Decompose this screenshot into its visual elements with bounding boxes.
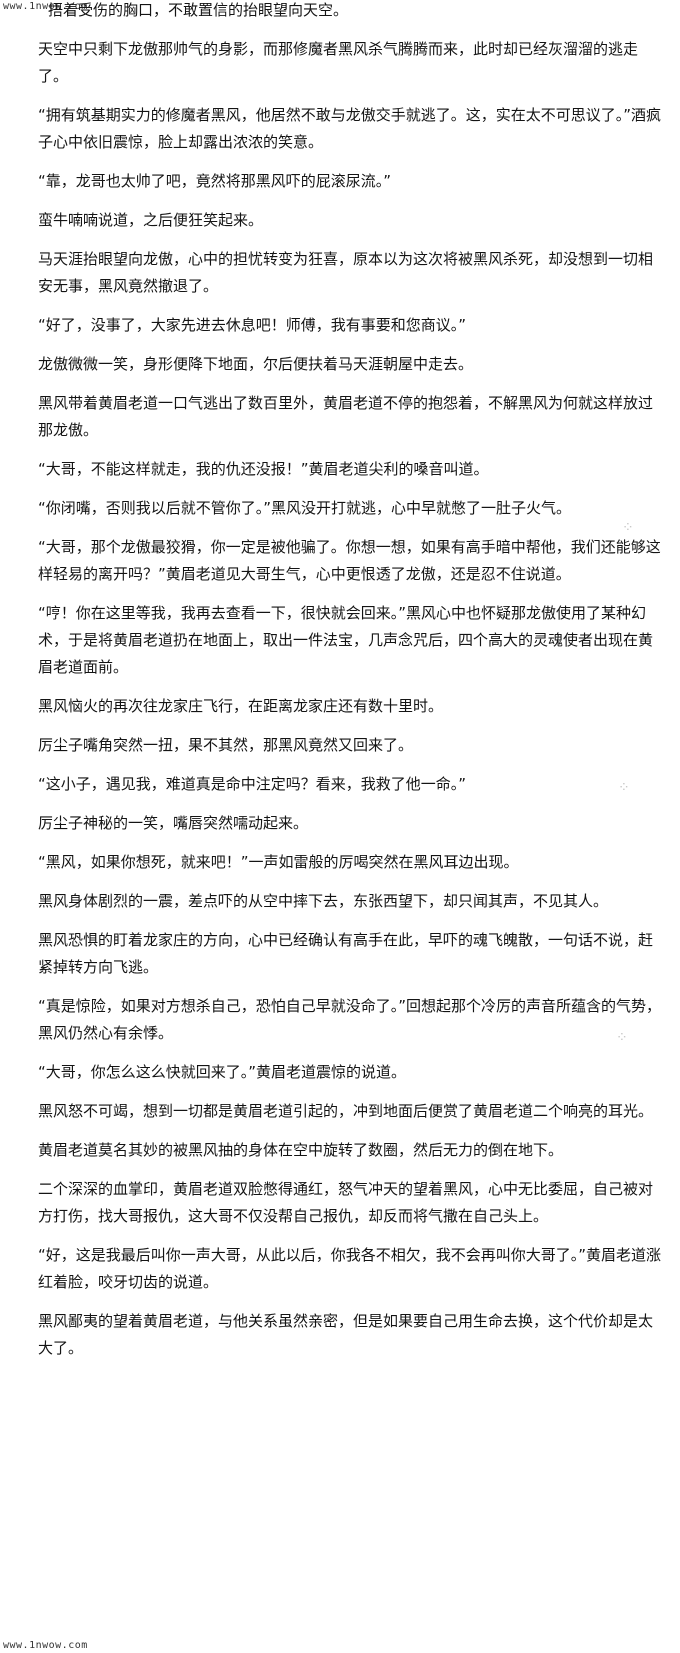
paragraph: “这小子，遇见我，难道真是命中注定吗？看来，我救了他一命。”	[38, 775, 467, 793]
paragraph: 黑风带着黄眉老道一口气逃出了数百里外，黄眉老道不停的抱怨着，不解黑风为何就这样放…	[38, 394, 654, 439]
paragraph: “靠，龙哥也太帅了吧，竟然将那黑风吓的屁滚尿流。”	[38, 172, 392, 190]
paragraph: 捂着受伤的胸口，不敢置信的抬眼望向天空。	[48, 1, 349, 19]
paragraph: “大哥，不能这样就走，我的仇还没报！”黄眉老道尖利的嗓音叫道。	[38, 460, 489, 478]
paragraph: “真是惊险，如果对方想杀自己，恐怕自己早就没命了。”回想起那个冷厉的声音所蕴含的…	[38, 997, 662, 1042]
watermark-top: www.1nwow.com	[3, 1, 88, 12]
paragraph: 黑风怒不可竭，想到一切都是黄眉老道引起的，冲到地面后便赏了黄眉老道二个响亮的耳光…	[38, 1102, 654, 1120]
scan-speck: ⁘	[616, 1030, 628, 1046]
paragraph: 厉尘子神秘的一笑，嘴唇突然嚅动起来。	[38, 814, 309, 832]
paragraph: “拥有筑基期实力的修魔者黑风，他居然不敢与龙傲交手就逃了。这，实在太不可思议了。…	[38, 106, 662, 151]
paragraph: 黄眉老道莫名其妙的被黑风抽的身体在空中旋转了数圈，然后无力的倒在地下。	[38, 1141, 564, 1159]
paragraph: 黑风鄙夷的望着黄眉老道，与他关系虽然亲密，但是如果要自己用生命去换，这个代价却是…	[38, 1312, 654, 1357]
paragraph: 厉尘子嘴角突然一扭，果不其然，那黑风竟然又回来了。	[38, 736, 414, 754]
scan-speck: ⁘	[618, 780, 630, 796]
scan-speck: ⁘	[622, 520, 634, 536]
paragraph: “大哥，那个龙傲最狡猾，你一定是被他骗了。你想一想，如果有高手暗中帮他，我们还能…	[38, 538, 661, 583]
paragraph: 黑风恐惧的盯着龙家庄的方向，心中已经确认有高手在此，早吓的魂飞魄散，一句话不说，…	[38, 931, 654, 976]
paragraph: 蛮牛喃喃说道，之后便狂笑起来。	[38, 211, 264, 229]
paragraph: “好，这是我最后叫你一声大哥，从此以后，你我各不相欠，我不会再叫你大哥了。”黄眉…	[38, 1246, 662, 1291]
paragraph: “哼！你在这里等我，我再去查看一下，很快就会回来。”黑风心中也怀疑那龙傲使用了某…	[38, 604, 654, 676]
paragraph: 二个深深的血掌印，黄眉老道双脸憋得通红，怒气冲天的望着黑风，心中无比委屈，自己被…	[38, 1180, 654, 1225]
paragraph: 龙傲微微一笑，身形便降下地面，尔后便扶着马天涯朝屋中走去。	[38, 355, 474, 373]
paragraph: 黑风恼火的再次往龙家庄飞行，在距离龙家庄还有数十里时。	[38, 697, 444, 715]
document-body: 捂着受伤的胸口，不敢置信的抬眼望向天空。 天空中只剩下龙傲那帅气的身影，而那修魔…	[38, 0, 662, 1362]
paragraph: “好了，没事了，大家先进去休息吧！师傅，我有事要和您商议。”	[38, 316, 467, 334]
paragraph: “大哥，你怎么这么快就回来了。”黄眉老道震惊的说道。	[38, 1063, 407, 1081]
paragraph: “你闭嘴，否则我以后就不管你了。”黑风没开打就逃，心中早就憋了一肚子火气。	[38, 499, 572, 517]
paragraph: “黑风，如果你想死，就来吧！”一声如雷般的厉喝突然在黑风耳边出现。	[38, 853, 519, 871]
paragraph: 马天涯抬眼望向龙傲，心中的担忧转变为狂喜，原本以为这次将被黑风杀死，却没想到一切…	[38, 250, 654, 295]
paragraph: 黑风身体剧烈的一震，差点吓的从空中摔下去，东张西望下，却只闻其声，不见其人。	[38, 892, 609, 910]
watermark-bottom: www.1nwow.com	[3, 1640, 88, 1651]
paragraph: 天空中只剩下龙傲那帅气的身影，而那修魔者黑风杀气腾腾而来，此时却已经灰溜溜的逃走…	[38, 40, 639, 85]
